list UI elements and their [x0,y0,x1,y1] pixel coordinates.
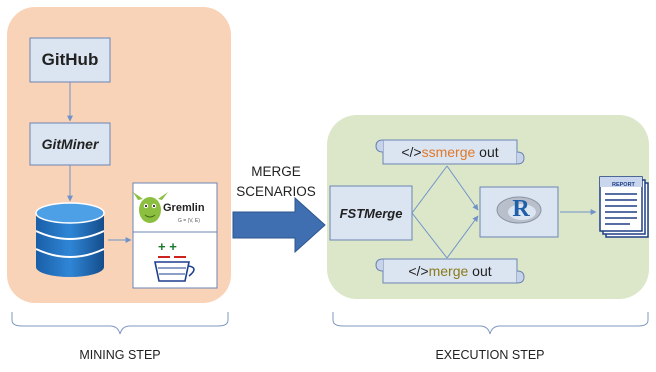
github-box [29,37,111,83]
merge-scenarios-label: MERGE SCENARIOS [226,162,326,202]
fstmerge-label: FSTMerge [339,205,403,221]
fstmerge-to-merge-line [411,212,448,259]
merge-scroll [375,258,525,284]
merge-suffix: out [468,263,492,279]
ssmerge-output-label: </>ssmerge out [383,140,517,164]
gremlin-icon [133,192,168,223]
execution-step-label: EXECUTION STEP [435,348,545,362]
github-label: GitHub [41,50,99,69]
mining-step-label: MINING STEP [79,348,161,362]
svg-text:+ +: + + [158,239,177,254]
merge-tag: </> [408,263,429,279]
ssmerge-name: ssmerge [421,144,476,160]
merge-name: merge [428,263,469,279]
ssmerge-tag: </> [401,144,422,160]
merge-output-label: </>merge out [383,259,517,283]
fstmerge-to-ssmerge-line [411,165,448,214]
gitminer-label: GitMiner [41,136,99,152]
gitminer-box [29,122,111,166]
gremlin-subtitle: G = (V, E) [178,218,200,224]
ssmerge-suffix: out [475,144,499,160]
report-label: REPORT [612,182,635,188]
fstmerge-box [329,185,413,241]
report-document-icon [599,176,649,238]
merge-scenarios-line2: SCENARIOS [236,184,316,199]
execution-brace [332,312,649,335]
database-icon [35,202,105,277]
merge-to-r-arrow [446,215,479,259]
coffee-cup-icon: + + [154,239,195,282]
merge-scenarios-arrow [232,196,326,254]
mining-brace [11,312,229,335]
gremlin-label: Gremlin [163,202,205,214]
r-logo-icon [496,196,542,224]
r-logo-letter: R [512,196,530,222]
ssmerge-to-r-arrow [446,165,479,211]
ssmerge-scroll [375,139,525,165]
merge-scenarios-line1: MERGE [251,164,301,179]
